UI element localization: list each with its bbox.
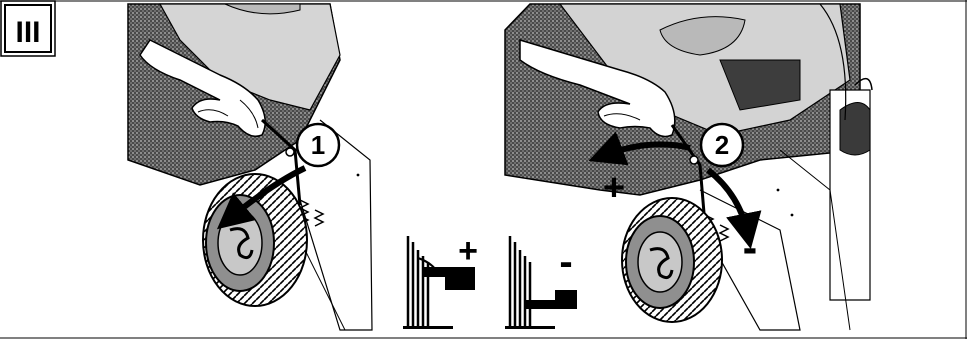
section-badge-label: III — [15, 16, 40, 49]
wheel-icon — [622, 198, 722, 322]
step-1-label: 1 — [311, 130, 325, 160]
step-2-label: 2 — [715, 130, 729, 160]
step-1-badge: 1 — [297, 124, 339, 166]
raise-sign: + — [603, 167, 625, 209]
height-higher-icon: + — [403, 232, 478, 329]
section-badge: III — [1, 1, 55, 56]
height-lower-icon: - — [505, 236, 577, 329]
wheel-icon — [203, 174, 307, 306]
legend-higher-sign: + — [458, 232, 478, 270]
legend-lower-sign: - — [559, 240, 572, 284]
lower-sign: - — [743, 223, 758, 272]
step-2-badge: 2 — [701, 124, 743, 166]
left-illustration: 1 — [128, 4, 372, 330]
